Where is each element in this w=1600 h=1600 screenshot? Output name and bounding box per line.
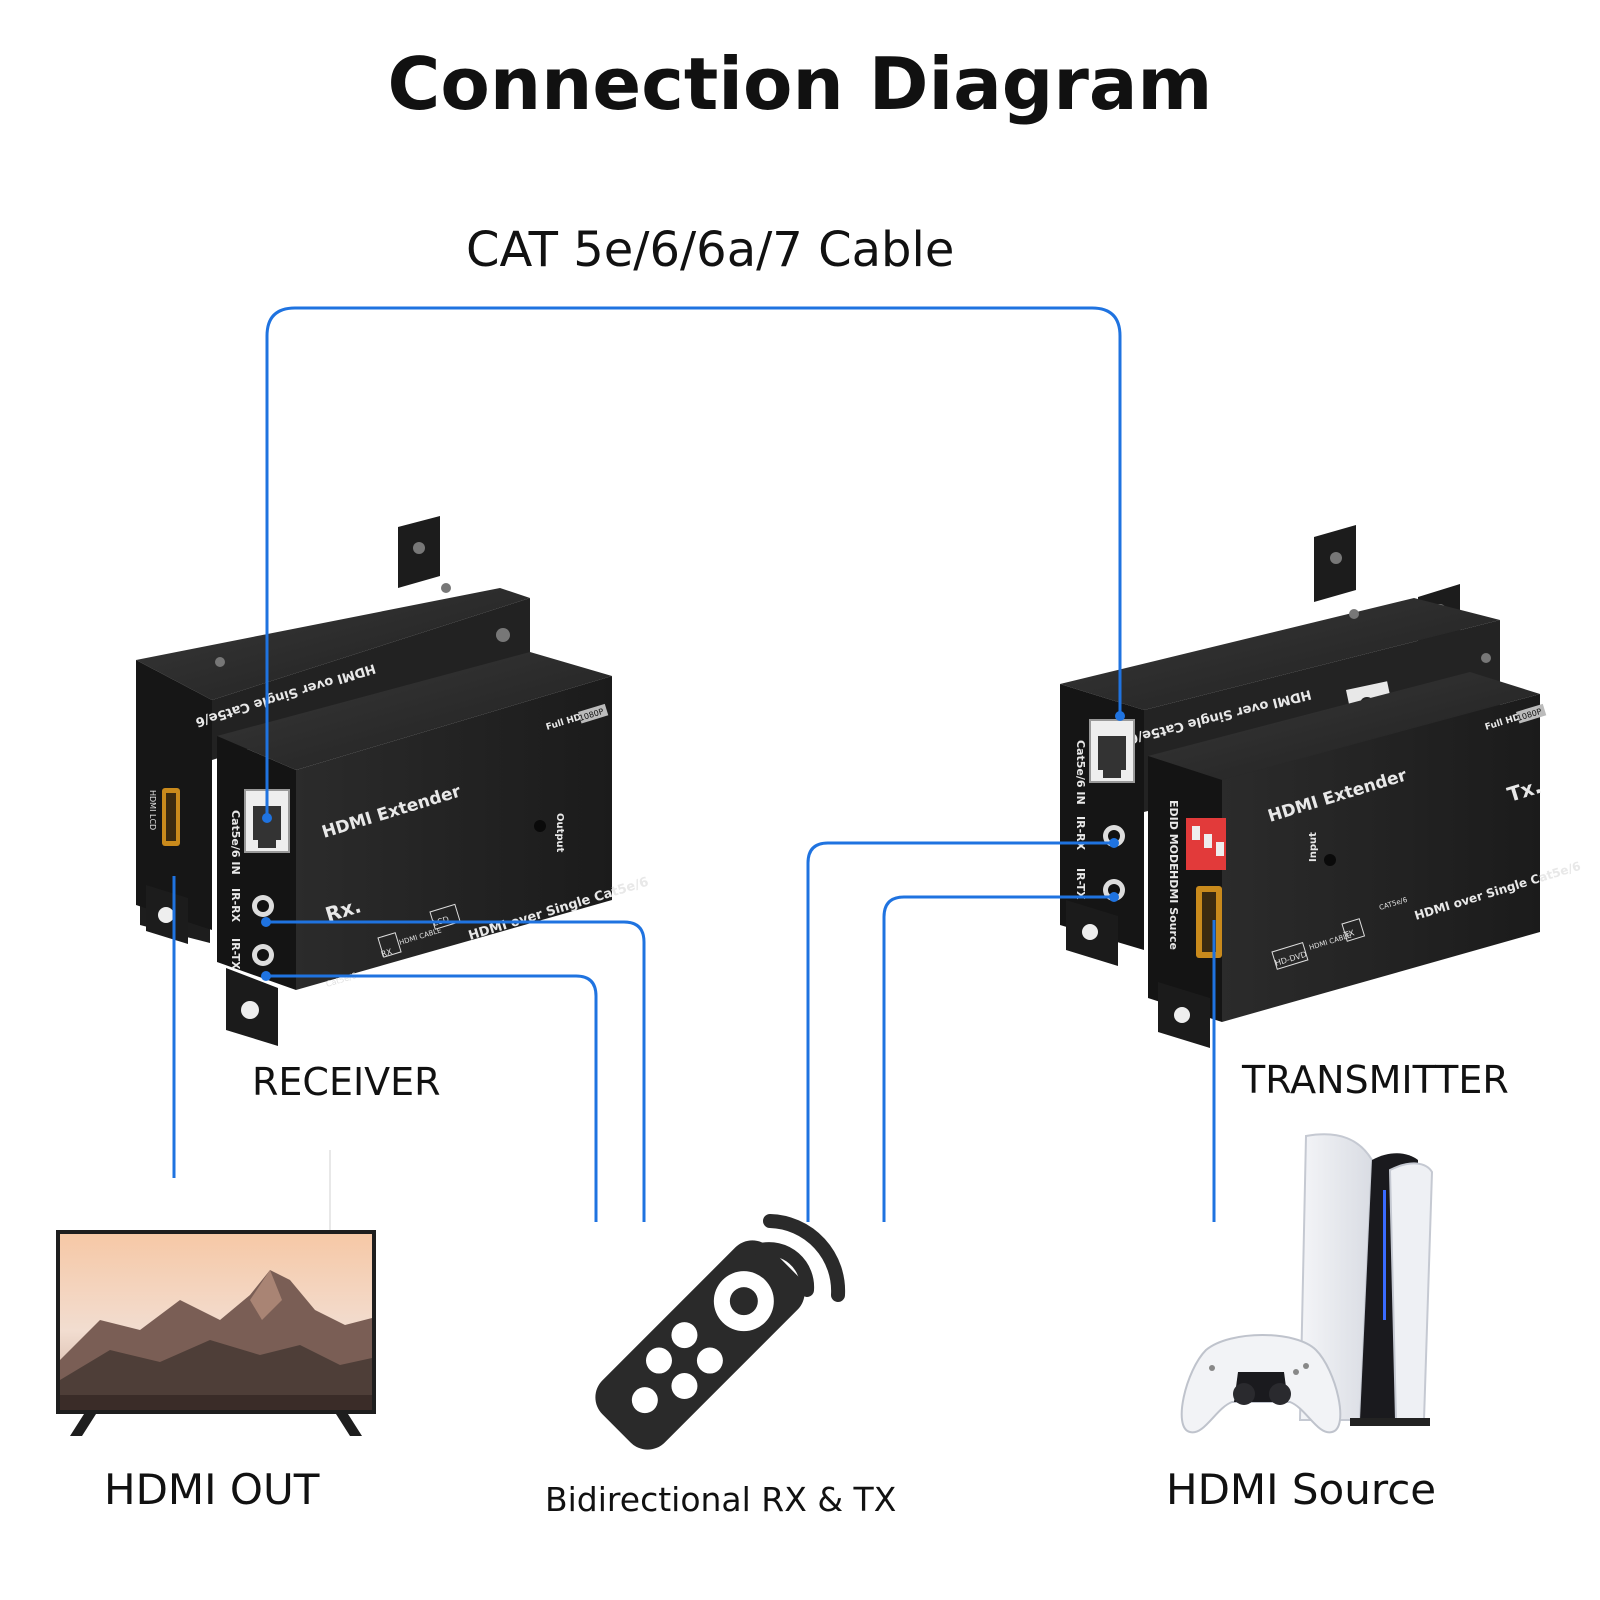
transmitter-port-irtx-label: IR-TX: [1074, 868, 1087, 900]
transmitter-unit: HDMI over Single Cat5e/6 Cat5e/6 IN IR-R…: [1060, 525, 1582, 1048]
transmitter-port-cat-label: Cat5e/6 IN: [1074, 740, 1087, 805]
hdmi-port-icon: [1196, 886, 1222, 958]
ir-rx-receiver-line: [266, 920, 646, 1222]
receiver-rear-top: [136, 588, 530, 700]
game-console-icon: [1298, 1133, 1434, 1426]
tv-icon: [56, 1150, 376, 1436]
receiver-front-side: [296, 676, 612, 990]
ir-tx-transmitter-line: [882, 895, 1114, 1222]
transmitter-port-irrx-label: IR-RX: [1074, 816, 1087, 851]
page-title: Connection Diagram: [387, 42, 1213, 126]
dip-switch: [1186, 818, 1226, 870]
receiver-side-hdmi-label: HDMI LCD: [148, 790, 157, 830]
transmitter-hdmi-source-label: HDMI Source: [1167, 870, 1180, 950]
cable-endpoints: [261, 711, 1125, 981]
receiver-port-irrx-label: IR-RX: [229, 888, 242, 923]
cables: [172, 306, 1216, 1222]
svg-text:TX: TX: [1342, 928, 1356, 940]
signal-waves-icon: [754, 1214, 846, 1302]
svg-text:RX: RX: [380, 947, 394, 959]
hdmi-out-caption: HDMI OUT: [104, 1465, 320, 1514]
transmitter-caption: TRANSMITTER: [1242, 1058, 1509, 1102]
remote-caption: Bidirectional RX & TX: [545, 1480, 897, 1519]
receiver-port-irtx-label: IR-TX: [229, 938, 242, 970]
cable-label: CAT 5e/6/6a/7 Cable: [466, 222, 955, 278]
cat-cable-line: [265, 306, 1122, 818]
hdmi-source-caption: HDMI Source: [1166, 1465, 1437, 1514]
transmitter-port-input-label: Input: [1308, 832, 1319, 862]
transmitter-edid-label: EDID MODE: [1167, 800, 1180, 871]
transmitter-front-top: [1148, 672, 1540, 780]
receiver-caption: RECEIVER: [252, 1060, 441, 1104]
receiver-front-top: [217, 652, 612, 770]
gamepad-icon: [1180, 1334, 1342, 1434]
transmitter-rear-top: [1060, 598, 1500, 710]
receiver-port-cat-label: Cat5e/6 IN: [229, 810, 242, 875]
audio-jack-icon: [252, 895, 274, 966]
ir-tx-receiver-line: [266, 974, 598, 1222]
rj45-port-icon: [1089, 719, 1135, 783]
transmitter-front-side: [1222, 694, 1540, 1022]
ir-rx-transmitter-line: [806, 841, 1114, 1222]
receiver-unit: HDMI LCD HDMI over Single Cat5e/6 Cat5e/…: [136, 516, 650, 1046]
receiver-port-output-label: Output: [554, 813, 565, 853]
remote-control-icon: [595, 1240, 805, 1450]
